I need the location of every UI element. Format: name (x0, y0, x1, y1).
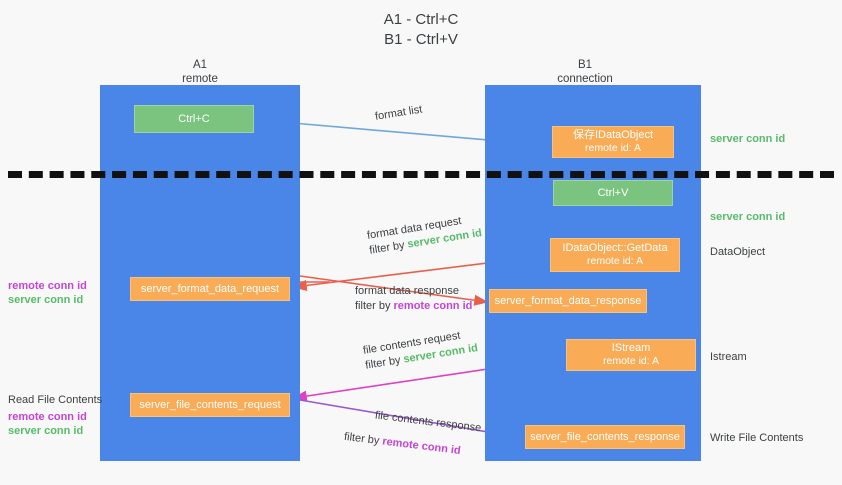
label-format-data-response-title: format data response (355, 285, 459, 297)
box-server-file-contents-request[interactable]: server_file_contents_request (130, 393, 290, 417)
page-title: A1 - Ctrl+C B1 - Ctrl+V (0, 10, 842, 50)
box-server-format-data-request-label: server_format_data_request (140, 282, 280, 295)
box-server-file-contents-request-label: server_file_contents_request (139, 398, 281, 411)
box-save-idataobject[interactable]: 保存IDataObject remote id: A (552, 126, 674, 158)
label-file-contents-request: file contents request filter by server c… (362, 326, 479, 373)
column-b1-sub: connection (557, 73, 613, 85)
box-getdata-label: IDataObject::GetData (562, 242, 668, 254)
box-istream-remote-id: remote id: A (602, 355, 660, 367)
label-fcres-filter-prefix: filter by (343, 430, 384, 448)
right-label-dataobject: DataObject (710, 246, 766, 258)
left-label-read-file-contents: Read File Contents (8, 394, 103, 406)
box-server-file-contents-response-label: server_file_contents_response (530, 430, 680, 443)
left-label-remote-conn-id-2: remote conn id (8, 411, 87, 423)
column-b1-name: B1 (577, 59, 593, 71)
left-label-server-conn-id-1: server conn id (8, 294, 84, 306)
label-file-contents-response: file contents response filter by remote … (343, 405, 482, 461)
box-save-idataobject-remote-id: remote id: A (584, 142, 642, 154)
title-line-1: A1 - Ctrl+C (383, 11, 459, 28)
phase-divider (8, 171, 834, 178)
left-label-remote-conn-id-1: remote conn id (8, 280, 87, 292)
right-label-istream: Istream (710, 351, 747, 363)
box-idataobject-getdata[interactable]: IDataObject::GetData remote id: A (550, 238, 680, 272)
label-format-list: format list (374, 103, 423, 125)
box-ctrl-v-label: Ctrl+V (597, 186, 629, 199)
label-fcres-filter-value: remote conn id (381, 435, 462, 458)
label-file-contents-response-filter: filter by remote conn id (343, 430, 479, 461)
column-a1-sub: remote (182, 73, 218, 85)
right-label-write-file-contents: Write File Contents (710, 432, 804, 444)
label-format-list-text: format list (374, 103, 424, 123)
box-istream[interactable]: IStream remote id: A (566, 339, 696, 371)
box-server-format-data-request[interactable]: server_format_data_request (130, 277, 290, 301)
box-ctrl-c[interactable]: Ctrl+C (134, 105, 254, 133)
label-fdres-filter-prefix: filter by (355, 300, 394, 312)
right-label-server-conn-id-top: server conn id (710, 133, 786, 145)
label-format-data-response-filter: filter by remote conn id (355, 299, 472, 314)
box-save-idataobject-label: 保存IDataObject (572, 129, 654, 141)
left-label-server-conn-id-2: server conn id (8, 425, 84, 437)
box-istream-label: IStream (611, 342, 651, 354)
left-label-conn-ids-1: remote conn id server conn id (8, 279, 87, 307)
title-line-2: B1 - Ctrl+V (384, 31, 458, 48)
label-format-data-request: format data request filter by server con… (366, 211, 483, 258)
box-ctrl-v[interactable]: Ctrl+V (553, 180, 673, 206)
column-a1-name: A1 (192, 59, 208, 71)
left-label-read-file-contents-group: Read File Contents remote conn id server… (8, 393, 102, 438)
column-header-b1: B1 connection (485, 58, 685, 86)
label-format-data-response: format data response filter by remote co… (355, 284, 472, 314)
column-header-a1: A1 remote (100, 58, 300, 86)
right-label-server-conn-id-mid: server conn id (710, 211, 786, 223)
label-fdres-filter-value: remote conn id (393, 300, 473, 312)
box-server-format-data-response[interactable]: server_format_data_response (489, 289, 647, 313)
box-server-file-contents-response[interactable]: server_file_contents_response (525, 425, 685, 449)
box-ctrl-c-label: Ctrl+C (178, 112, 210, 125)
box-getdata-remote-id: remote id: A (586, 255, 644, 267)
box-server-format-data-response-label: server_format_data_response (494, 294, 642, 307)
